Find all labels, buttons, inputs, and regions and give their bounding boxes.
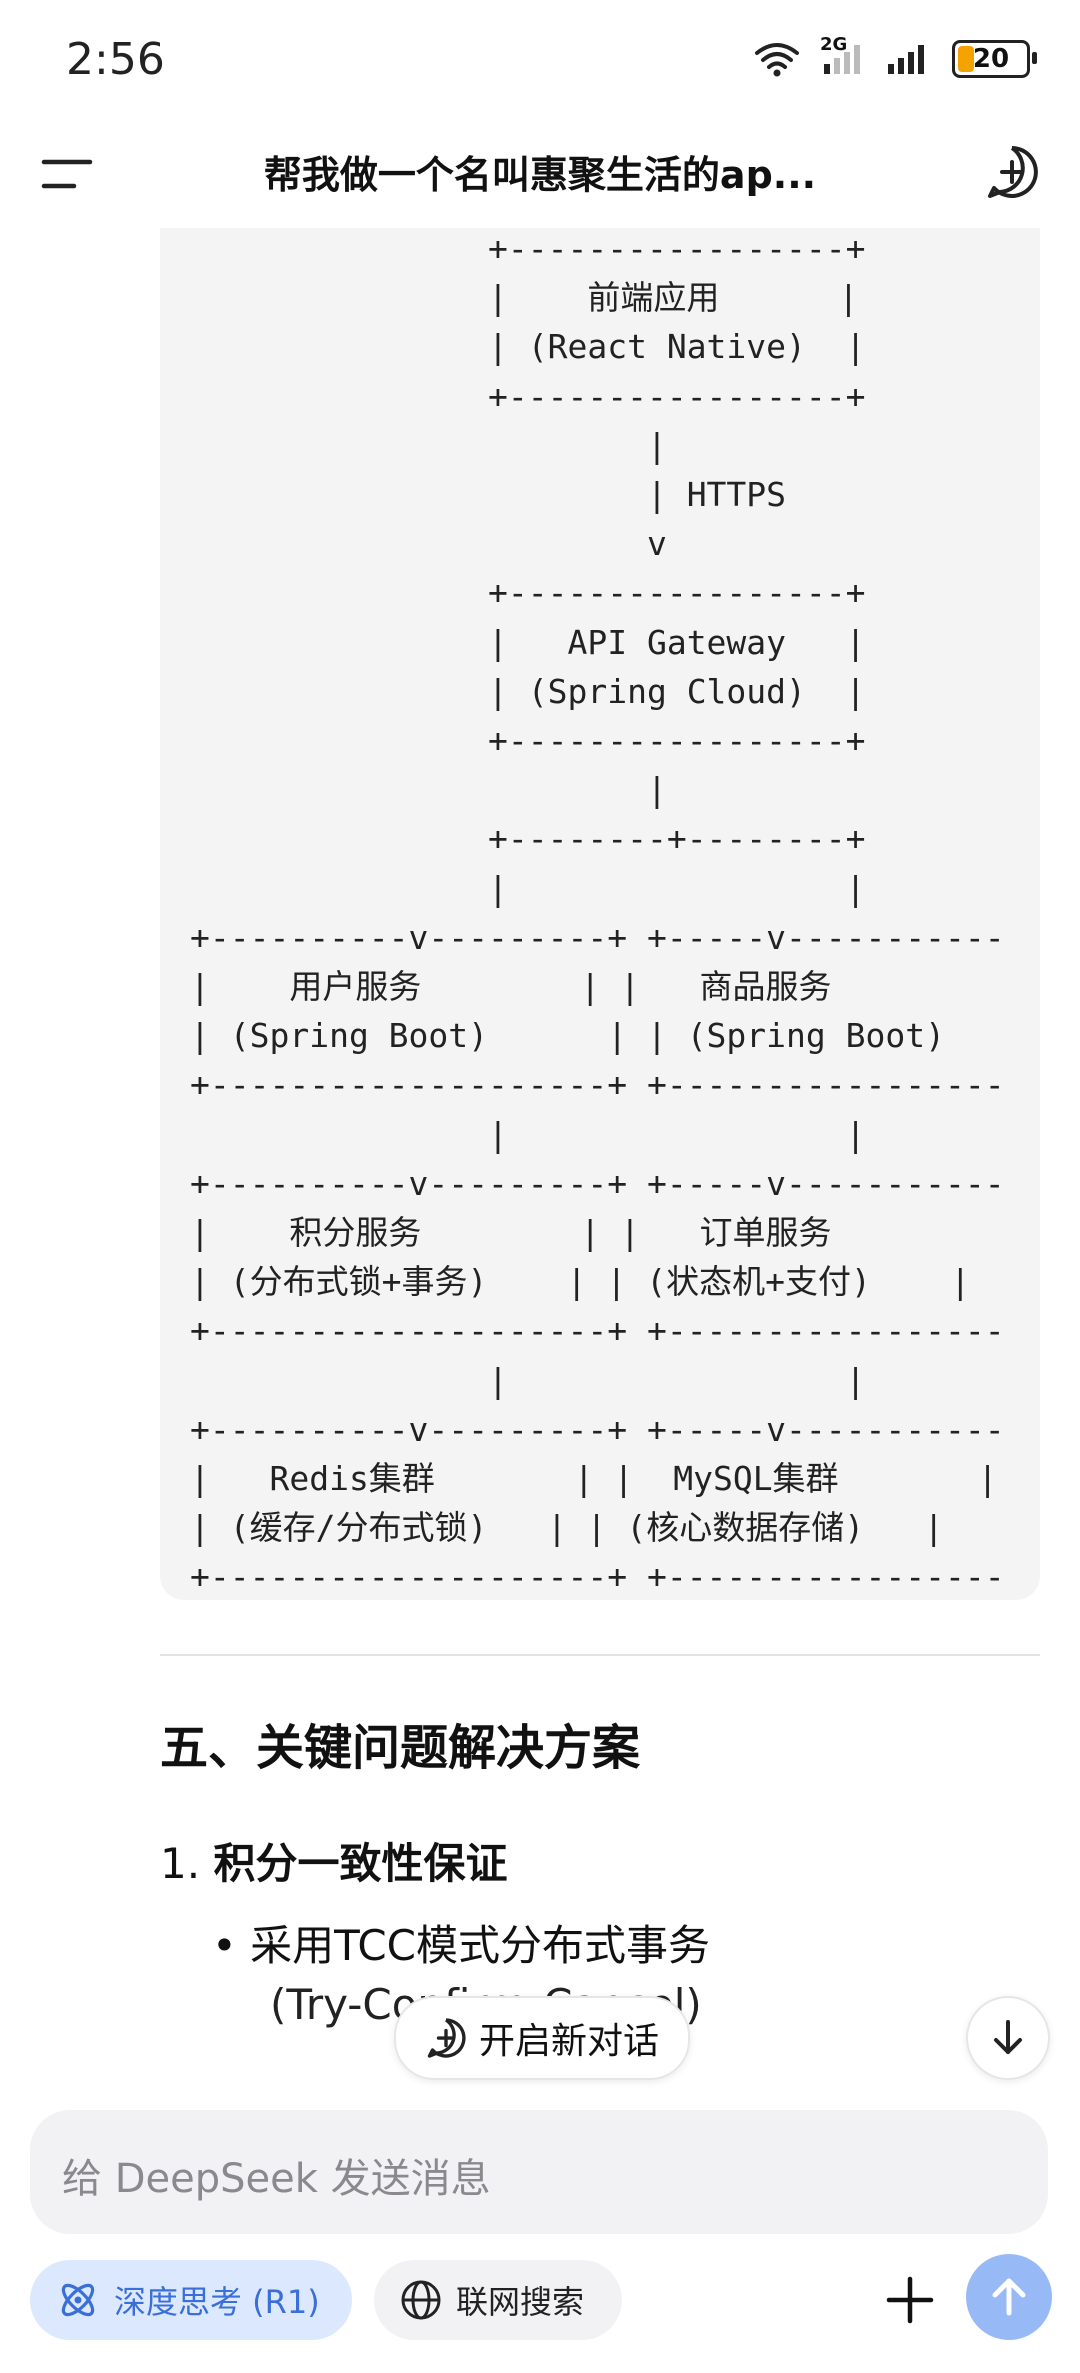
code-line: | |	[190, 1114, 866, 1154]
signal-icon	[824, 45, 860, 74]
chat-title: 帮我做一个名叫惠聚生活的ap...	[263, 153, 817, 197]
new-chat-icon[interactable]	[984, 144, 1040, 200]
code-line: |	[190, 425, 667, 465]
new-chat-label: 开启新对话	[478, 2021, 659, 2062]
list-item-title: 积分一致性保证	[213, 1839, 508, 1888]
code-line: +--------------------+ +----------------…	[190, 1311, 1005, 1351]
scroll-down-button[interactable]	[966, 1996, 1050, 2080]
arrow-down-icon	[994, 2020, 1022, 2054]
code-line: +--------------------+ +----------------…	[190, 1065, 1005, 1105]
code-line: | |	[190, 868, 866, 908]
code-block: +-----------------+ | 前端应用 | | (React Na…	[160, 228, 1040, 1600]
web-search-toggle[interactable]: 联网搜索	[374, 2260, 622, 2340]
code-line: | (Spring Cloud) |	[190, 671, 866, 711]
list-number: 1.	[160, 1839, 201, 1888]
status-icons: 2G 20	[754, 34, 1037, 78]
code-line: | Redis集群 | | MySQL集群 |	[190, 1459, 998, 1499]
network-label: 2G	[820, 34, 848, 55]
battery-fill	[958, 46, 974, 72]
signal-2g: 2G	[820, 34, 864, 76]
code-line: | HTTPS	[190, 475, 787, 515]
code-line: | (React Native) |	[190, 327, 866, 367]
signal-icon	[888, 45, 924, 74]
code-line: +-----------------+	[190, 573, 866, 613]
send-button[interactable]	[966, 2254, 1052, 2340]
menu-icon[interactable]	[40, 156, 94, 192]
globe-icon	[401, 2280, 441, 2320]
wifi-icon	[755, 43, 799, 77]
section-heading: 五、关键问题解决方案	[160, 1720, 641, 1776]
code-line: +-----------------+	[190, 721, 866, 761]
attach-button[interactable]	[870, 2260, 950, 2340]
new-chat-button[interactable]: 开启新对话	[394, 1996, 690, 2080]
code-line: +-----------------+	[190, 376, 866, 416]
code-line: | (分布式锁+事务) | | (状态机+支付) |	[190, 1262, 971, 1302]
web-search-label: 联网搜索	[456, 2283, 585, 2321]
code-line: +----------v---------+ +-----v----------…	[190, 917, 1005, 957]
bullet-dot: •	[212, 1921, 251, 1970]
code-line: +--------------------+ +----------------…	[190, 1557, 1005, 1597]
code-line: v	[190, 524, 667, 564]
code-line: +----------v---------+ +-----v----------…	[190, 1409, 1005, 1449]
status-time: 2:56	[66, 34, 165, 85]
message-input-placeholder: 给 DeepSeek 发送消息	[62, 2156, 491, 2202]
code-line: | |	[190, 1360, 866, 1400]
code-line: | API Gateway |	[190, 622, 866, 662]
code-line: +--------+--------+	[190, 819, 866, 859]
deepthink-label: 深度思考 (R1)	[114, 2283, 320, 2321]
bullet-item: • 采用TCC模式分布式事务	[212, 1912, 710, 1973]
chat-header: 帮我做一个名叫惠聚生活的ap...	[0, 120, 1080, 228]
code-line: | (缓存/分布式锁) | | (核心数据存储) |	[190, 1508, 944, 1548]
divider	[160, 1654, 1040, 1656]
architecture-diagram: +-----------------+ | 前端应用 | | (React Na…	[190, 228, 1005, 1600]
code-line: |	[190, 770, 667, 810]
message-input[interactable]: 给 DeepSeek 发送消息	[30, 2110, 1048, 2234]
arrow-up-icon	[992, 2278, 1026, 2316]
code-line: | (Spring Boot) | | (Spring Boot)	[190, 1016, 945, 1056]
battery-level: 20	[972, 44, 1010, 74]
plus-icon	[886, 2276, 934, 2324]
battery-cap	[1032, 52, 1037, 64]
code-line: | 前端应用 |	[190, 278, 859, 318]
code-line: | 用户服务 | | 商品服务	[190, 967, 832, 1007]
code-line: +----------v---------+ +-----v----------…	[190, 1163, 1005, 1203]
code-line: | 积分服务 | | 订单服务	[190, 1213, 832, 1253]
ordered-list-item: 1. 积分一致性保证	[160, 1830, 507, 1891]
new-chat-icon	[427, 2018, 466, 2058]
bullet-text: 采用TCC模式分布式事务	[250, 1921, 710, 1970]
atom-icon	[61, 2283, 95, 2317]
deepthink-toggle[interactable]: 深度思考 (R1)	[30, 2260, 352, 2340]
status-bar: 2:56 2G 20	[0, 0, 1080, 120]
code-line: +-----------------+	[190, 229, 866, 268]
battery-icon: 20	[952, 40, 1037, 78]
